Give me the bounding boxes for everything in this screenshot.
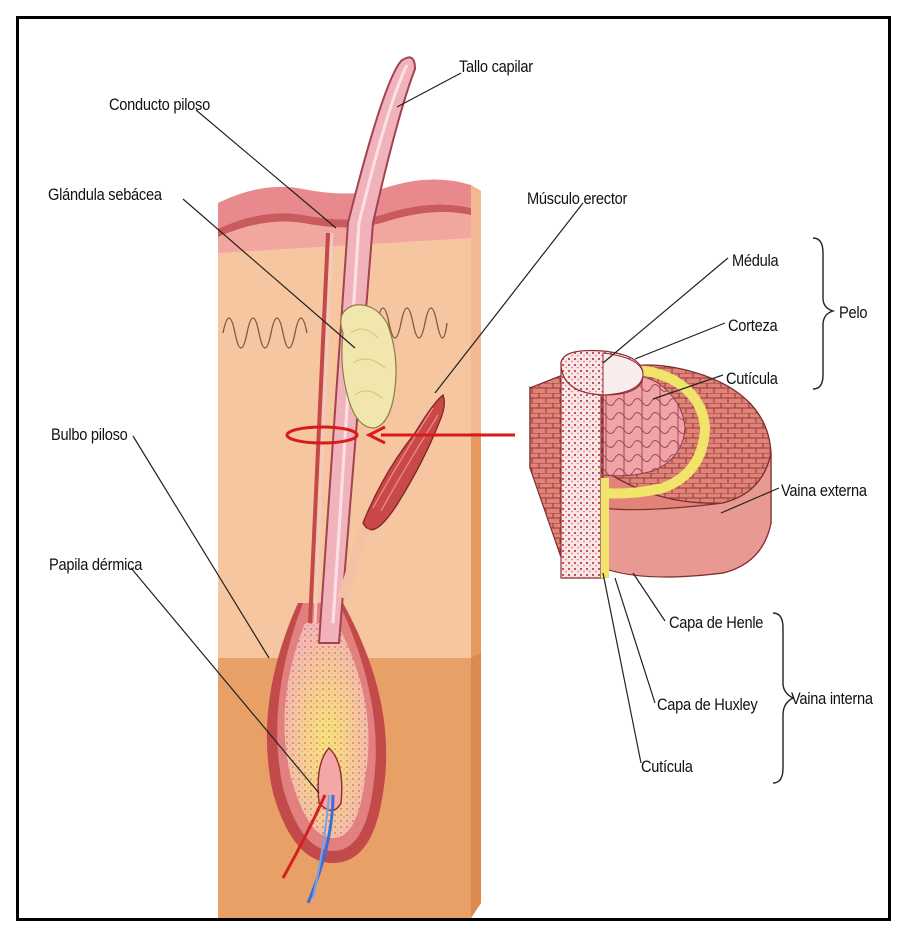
label-bulbo-piloso: Bulbo piloso [51, 425, 128, 445]
label-cuticula-vaina: Cutícula [641, 757, 693, 777]
pelo-brace [813, 238, 833, 389]
label-musculo-erector: Músculo erector [527, 189, 627, 209]
label-cuticula-pelo: Cutícula [726, 369, 778, 389]
diagram-frame: Tallo capilar Conducto piloso Glándula s… [16, 16, 891, 921]
label-papila-dermica: Papila dérmica [49, 555, 142, 575]
label-conducto-piloso: Conducto piloso [109, 95, 210, 115]
cut-face [530, 375, 563, 563]
label-vaina-interna: Vaina interna [791, 689, 873, 709]
label-capa-huxley: Capa de Huxley [657, 695, 757, 715]
label-capa-henle: Capa de Henle [669, 613, 763, 633]
label-glandula-sebacea: Glándula sebácea [48, 185, 162, 205]
label-vaina-externa: Vaina externa [781, 481, 867, 501]
hair-follicle-illustration [19, 19, 891, 921]
label-tallo-capilar: Tallo capilar [459, 57, 533, 77]
vaina-interna-brace [773, 613, 793, 783]
label-corteza: Corteza [728, 316, 777, 336]
label-medula: Médula [732, 251, 778, 271]
label-pelo: Pelo [839, 303, 867, 323]
